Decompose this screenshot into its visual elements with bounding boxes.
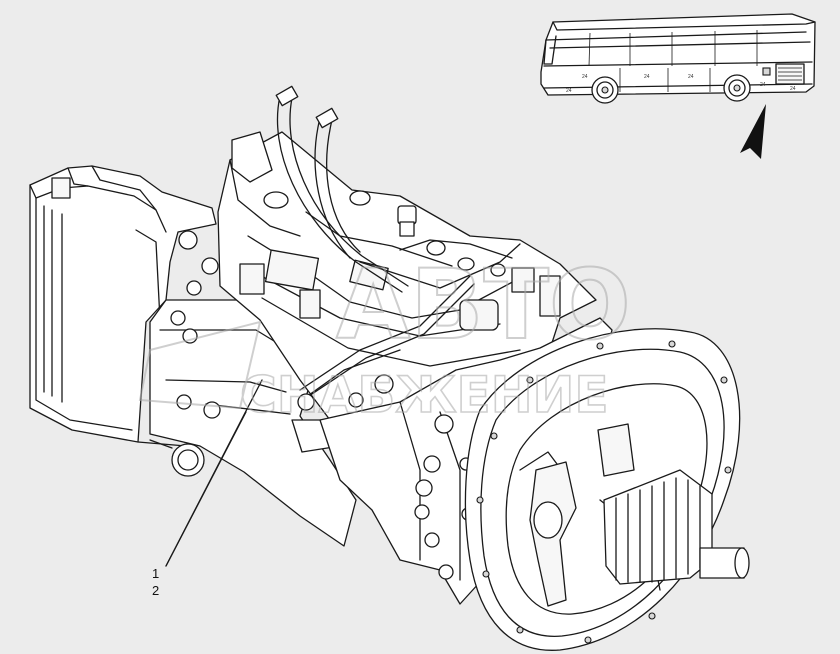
bus-view-inset: 24 24 24 24 24 24 xyxy=(540,13,816,104)
watermark-bottom: СНАБЖЕНИЕ xyxy=(240,366,609,424)
transmission-illustration xyxy=(29,85,750,651)
bus-panel-label: 24 xyxy=(688,74,694,80)
bus-panel-label: 24 xyxy=(790,86,796,92)
watermark-top: АВТО xyxy=(336,249,631,361)
bus-panel-label: 24 xyxy=(566,88,572,94)
bus-panel-label: 24 xyxy=(644,74,650,80)
bus-panel-label: 24 xyxy=(582,74,588,80)
watermark: АВТО СНАБЖЕНИЕ xyxy=(138,248,632,425)
bus-panel-label: 24 xyxy=(760,82,766,88)
arrow-up-icon xyxy=(740,104,766,159)
callout-number: 2 xyxy=(152,583,160,598)
callout-number: 1 xyxy=(152,566,160,581)
